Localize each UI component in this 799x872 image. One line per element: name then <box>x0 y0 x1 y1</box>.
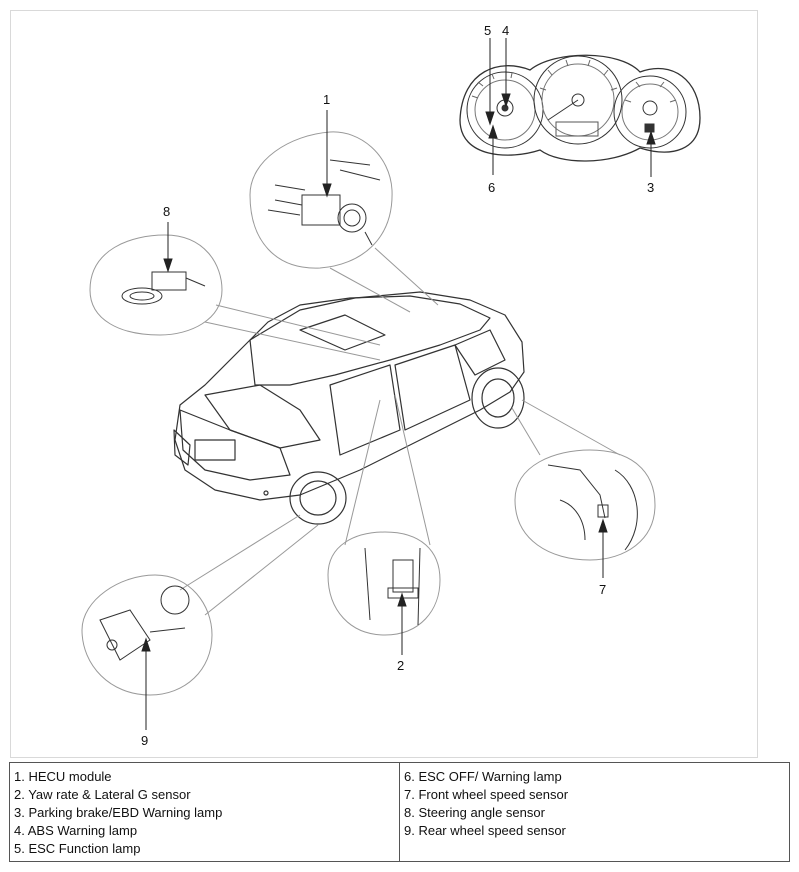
legend-item: 3. Parking brake/EBD Warning lamp <box>14 805 223 820</box>
callout-2: 2 <box>397 658 404 673</box>
car-body <box>173 291 525 525</box>
steering-angle-sensor-drawing <box>121 271 206 305</box>
legend-item: 7. Front wheel speed sensor <box>404 787 569 802</box>
callout-8: 8 <box>163 204 170 219</box>
callout-9: 9 <box>141 733 148 748</box>
callout-1: 1 <box>323 92 330 107</box>
hecu-module-drawing <box>267 159 381 246</box>
legend-item: 2. Yaw rate & Lateral G sensor <box>14 787 191 802</box>
legend-item: 8. Steering angle sensor <box>404 805 545 820</box>
front-wheel-sensor-drawing <box>547 464 638 551</box>
legend-column-left: 1. HECU module 2. Yaw rate & Lateral G s… <box>10 763 399 861</box>
leader-lines <box>141 38 656 730</box>
callout-5: 5 <box>484 23 491 38</box>
callout-4: 4 <box>502 23 509 38</box>
callout-bubbles <box>81 131 656 696</box>
legend-item: 9. Rear wheel speed sensor <box>404 823 566 838</box>
legend-item: 5. ESC Function lamp <box>14 841 141 856</box>
legend-item: 6. ESC OFF/ Warning lamp <box>404 769 562 784</box>
callout-7: 7 <box>599 582 606 597</box>
rear-wheel-sensor-drawing <box>99 585 190 661</box>
callout-3: 3 <box>647 180 654 195</box>
yaw-rate-sensor-drawing <box>364 547 421 626</box>
callout-numbers: 1 2 3 4 5 6 7 8 9 <box>141 23 654 748</box>
component-location-diagram: 1 2 3 4 5 6 7 8 9 <box>81 23 701 748</box>
instrument-cluster <box>459 54 701 162</box>
legend-table: 1. HECU module 2. Yaw rate & Lateral G s… <box>9 762 790 862</box>
callout-6: 6 <box>488 180 495 195</box>
legend-item: 1. HECU module <box>14 769 112 784</box>
legend-column-right: 6. ESC OFF/ Warning lamp 7. Front wheel … <box>399 763 789 861</box>
legend-item: 4. ABS Warning lamp <box>14 823 138 838</box>
